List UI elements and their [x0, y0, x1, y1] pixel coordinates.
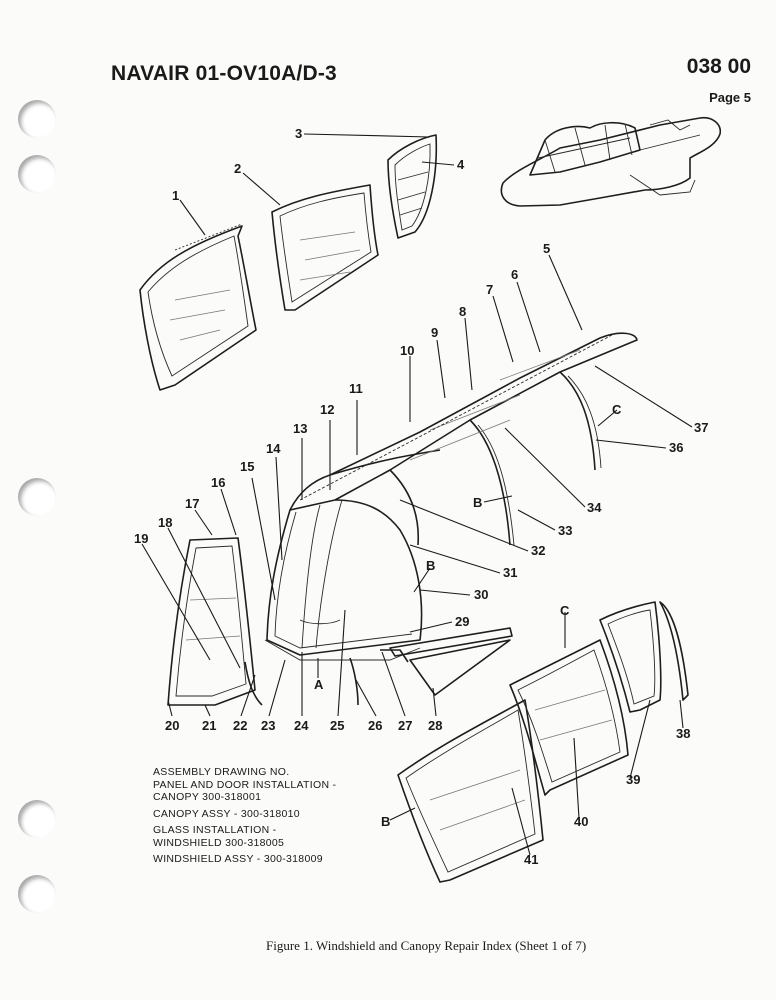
figure-caption: Figure 1. Windshield and Canopy Repair I…: [266, 938, 587, 953]
callout-9: 9: [431, 325, 438, 340]
callout-10: 10: [400, 343, 414, 358]
callout-36: 36: [669, 440, 683, 455]
callout-1: 1: [172, 188, 179, 203]
callout-33: 33: [558, 523, 572, 538]
lower-panels-assembly: [397, 601, 689, 883]
callout-39: 39: [626, 772, 640, 787]
callout-28: 28: [428, 718, 442, 733]
callout-22: 22: [233, 718, 247, 733]
punch-hole-4: [18, 800, 56, 838]
callout-27: 27: [398, 718, 412, 733]
callout-30: 30: [474, 587, 488, 602]
callout-11: 11: [349, 381, 363, 396]
callout-labels: 1 2 3 4 5 6 7 8 9 10 11 12 13 14 15 16 1…: [134, 126, 708, 867]
part-4-outline: [387, 134, 438, 239]
work-package-code: 038 00: [686, 55, 751, 78]
view-letter-b-upper: B: [473, 495, 482, 510]
aircraft-locator-thumbnail: [500, 116, 722, 207]
note-line-7: WINDSHIELD ASSY - 300-318009: [153, 853, 323, 865]
callout-18: 18: [158, 515, 172, 530]
part-2-outline: [271, 184, 379, 311]
punch-hole-2: [18, 155, 56, 193]
part-1-outline: [139, 223, 257, 391]
note-line-4: CANOPY ASSY - 300-318010: [153, 807, 300, 820]
callout-12: 12: [320, 402, 334, 417]
callout-8: 8: [459, 304, 466, 319]
note-line-5: GLASS INSTALLATION -: [153, 824, 277, 836]
assembly-drawing-notes: ASSEMBLY DRAWING NO. PANEL AND DOOR INST…: [153, 766, 336, 866]
callout-5: 5: [543, 241, 550, 256]
note-line-6: WINDSHIELD 300-318005: [153, 836, 285, 849]
callout-20: 20: [165, 718, 179, 733]
main-canopy-assembly: [264, 332, 638, 661]
note-line-3: CANOPY 300-318001: [153, 791, 262, 803]
callout-29: 29: [455, 614, 469, 629]
callout-40: 40: [574, 814, 588, 829]
punch-hole-5: [18, 875, 56, 913]
callout-15: 15: [240, 459, 254, 474]
punch-hole-1: [18, 100, 56, 138]
callout-14: 14: [266, 441, 281, 456]
view-letter-b-mid: B: [426, 558, 435, 573]
view-letter-c-upper: C: [612, 402, 622, 417]
view-letter-c-lower: C: [560, 603, 570, 618]
note-line-1: ASSEMBLY DRAWING NO.: [153, 766, 290, 778]
callout-31: 31: [503, 565, 517, 580]
callout-32: 32: [531, 543, 545, 558]
callout-21: 21: [202, 718, 216, 733]
lower-trim-parts: [244, 627, 513, 706]
callout-34: 34: [587, 500, 602, 515]
callout-7: 7: [486, 282, 493, 297]
punch-hole-3: [18, 478, 56, 516]
page-number: Page 5: [709, 90, 751, 105]
view-letter-a: A: [314, 677, 324, 692]
callout-23: 23: [261, 718, 275, 733]
callout-17: 17: [185, 496, 199, 511]
side-panel-assembly: [167, 537, 256, 706]
callout-2: 2: [234, 161, 241, 176]
callout-19: 19: [134, 531, 148, 546]
callout-24: 24: [294, 718, 309, 733]
callout-3: 3: [295, 126, 302, 141]
callout-16: 16: [211, 475, 225, 490]
callout-38: 38: [676, 726, 690, 741]
callout-26: 26: [368, 718, 382, 733]
leader-lines: [141, 133, 693, 856]
callout-4: 4: [457, 157, 465, 172]
callout-25: 25: [330, 718, 344, 733]
view-letter-b-lower: B: [381, 814, 390, 829]
callout-6: 6: [511, 267, 518, 282]
document-title: NAVAIR 01-OV10A/D-3: [111, 62, 337, 85]
callout-41: 41: [524, 852, 538, 867]
callout-37: 37: [694, 420, 708, 435]
callout-13: 13: [293, 421, 307, 436]
note-line-2: PANEL AND DOOR INSTALLATION -: [153, 778, 337, 791]
